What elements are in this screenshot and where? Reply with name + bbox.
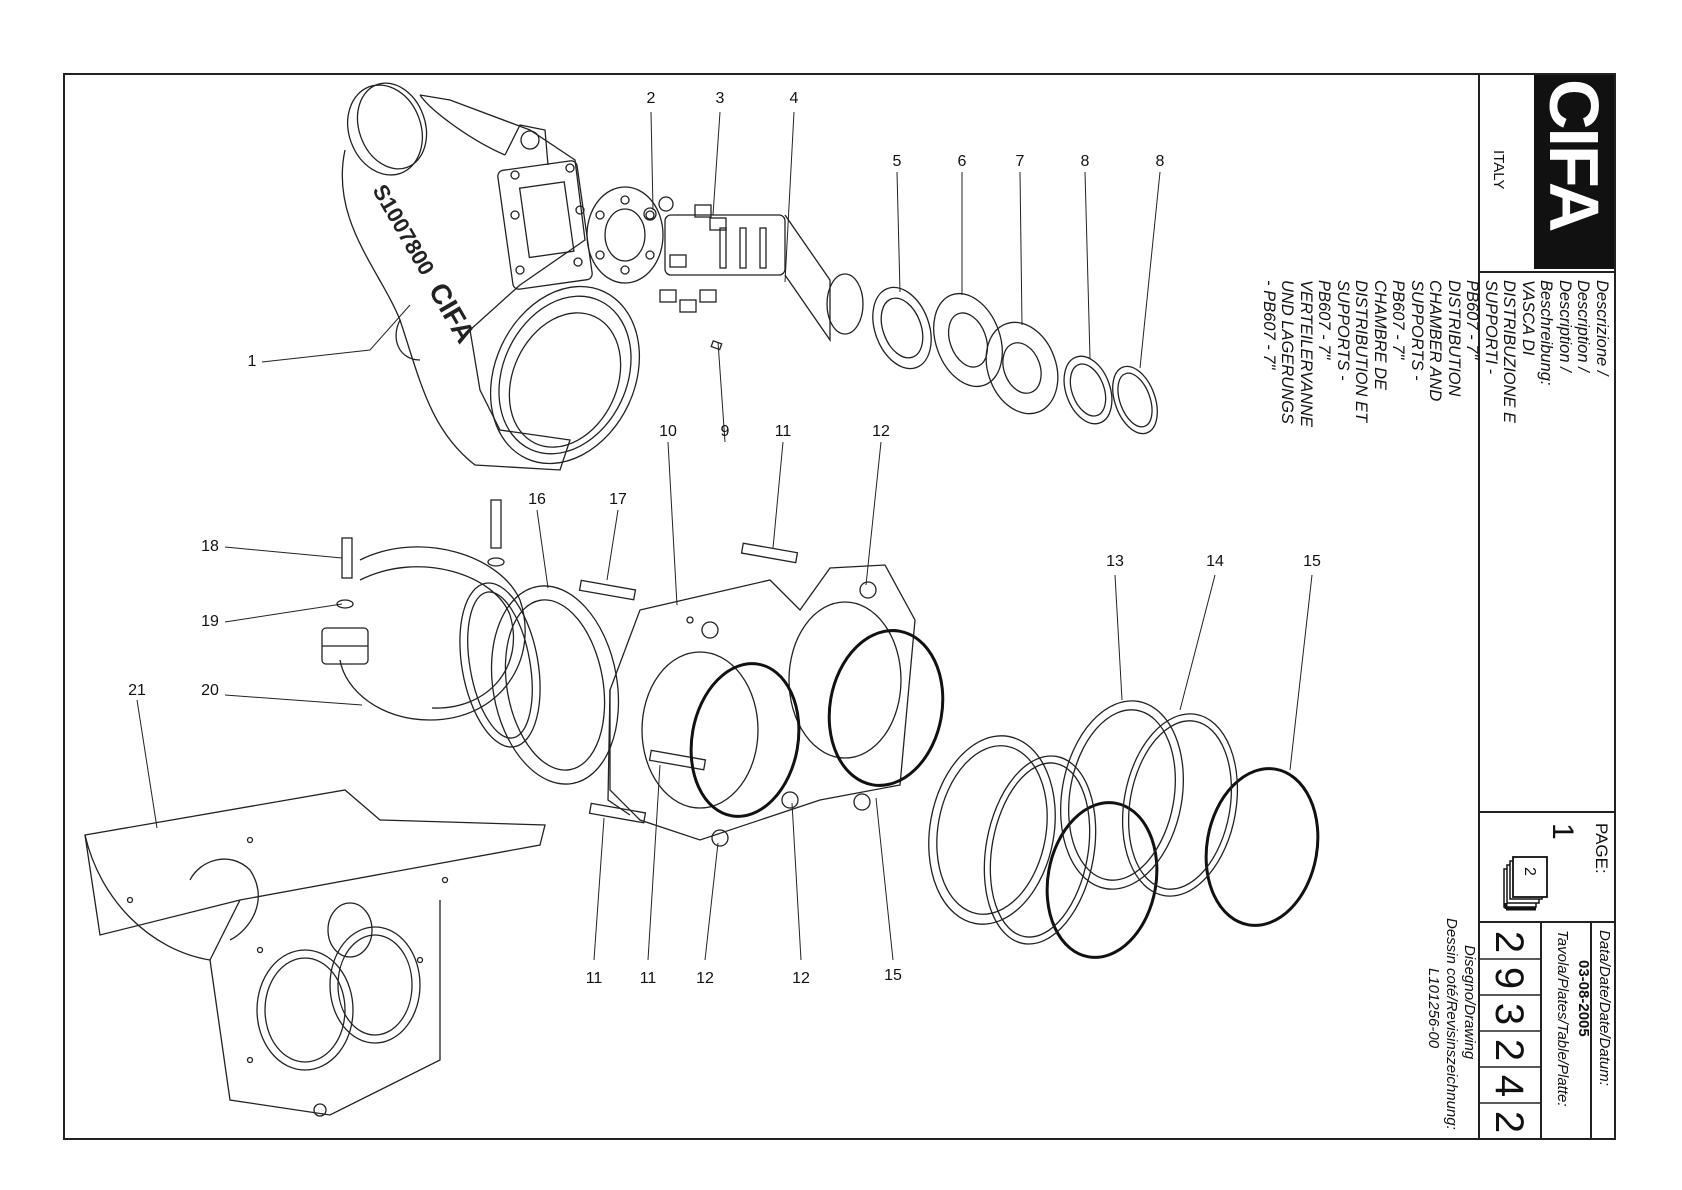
callout-8a: 8	[1080, 153, 1090, 170]
title-block-rule-plate	[1540, 921, 1542, 1140]
svg-text:S1007800: S1007800	[368, 180, 440, 279]
description-header: Descrizione / Description / Description …	[1537, 280, 1612, 386]
callout-13: 13	[1106, 553, 1124, 570]
description-line-it: VASCA DI DISTRIBUZIONE E SUPPORTI - PB60…	[1463, 280, 1538, 424]
pages-stack-icon: 2	[1502, 855, 1552, 911]
clamp-and-seal-rings	[321, 499, 637, 785]
shaft-flange-assembly	[586, 186, 864, 351]
callout-8b: 8	[1155, 153, 1165, 170]
seal-ring-set	[928, 700, 1239, 945]
distribution-chamber-housing	[341, 82, 641, 471]
callout-7: 7	[1015, 153, 1025, 170]
country-label: ITALY	[1490, 150, 1507, 190]
bearing-stack	[872, 286, 1158, 435]
callout-20: 20	[201, 682, 219, 699]
wear-plate	[588, 542, 916, 847]
callout-12-bottom-b: 12	[792, 970, 810, 987]
title-block-rule-description	[1478, 811, 1616, 813]
leader-lines	[136, 111, 1313, 961]
drawing-frame	[63, 73, 1616, 1140]
callout-3: 3	[715, 90, 725, 107]
callout-16: 16	[528, 491, 546, 508]
title-block-rule-page	[1478, 921, 1616, 923]
callout-11-bottom-b: 11	[639, 970, 657, 987]
callout-15-bottom: 15	[884, 967, 902, 984]
callout-12-top: 12	[872, 423, 890, 440]
callout-12-bottom-a: 12	[696, 970, 714, 987]
title-block-rule-logo	[1478, 271, 1616, 273]
callout-21: 21	[128, 682, 146, 699]
exploded-assembly-drawing: S1007800 CIFA	[84, 82, 1320, 1117]
o-rings-bold	[689, 629, 1320, 959]
housing-marking: S1007800 CIFA	[368, 180, 482, 348]
callout-5: 5	[892, 153, 902, 170]
title-block-rule-date	[1590, 921, 1592, 1140]
callout-1: 1	[247, 353, 257, 370]
callout-4: 4	[789, 90, 799, 107]
svg-text:CIFA: CIFA	[423, 278, 482, 349]
page-number: 1	[1546, 823, 1579, 840]
date-label: Data/Date/Date/Datum:	[1596, 930, 1613, 1086]
callout-15-top: 15	[1303, 553, 1321, 570]
page-label: PAGE:	[1592, 823, 1611, 874]
support-frame	[84, 789, 546, 1117]
date-value: 03-08-2005	[1575, 960, 1592, 1037]
callout-9: 9	[720, 423, 730, 440]
callout-19: 19	[201, 613, 219, 630]
callout-14: 14	[1206, 553, 1224, 570]
logo-text: CIFA	[1535, 79, 1613, 231]
callout-6: 6	[957, 153, 967, 170]
callout-2: 2	[646, 90, 656, 107]
cifa-logo: CIFA	[1534, 75, 1614, 269]
title-block-divider	[1478, 73, 1480, 1140]
callout-10: 10	[659, 423, 677, 440]
callout-18: 18	[201, 538, 219, 555]
callout-11-top: 11	[774, 423, 792, 440]
callout-11-bottom-a: 11	[585, 970, 603, 987]
callout-17: 17	[609, 491, 627, 508]
plate-label: Tavola/Plates/Table/Platte:	[1554, 930, 1571, 1107]
pages-icon-number: 2	[1521, 867, 1538, 876]
